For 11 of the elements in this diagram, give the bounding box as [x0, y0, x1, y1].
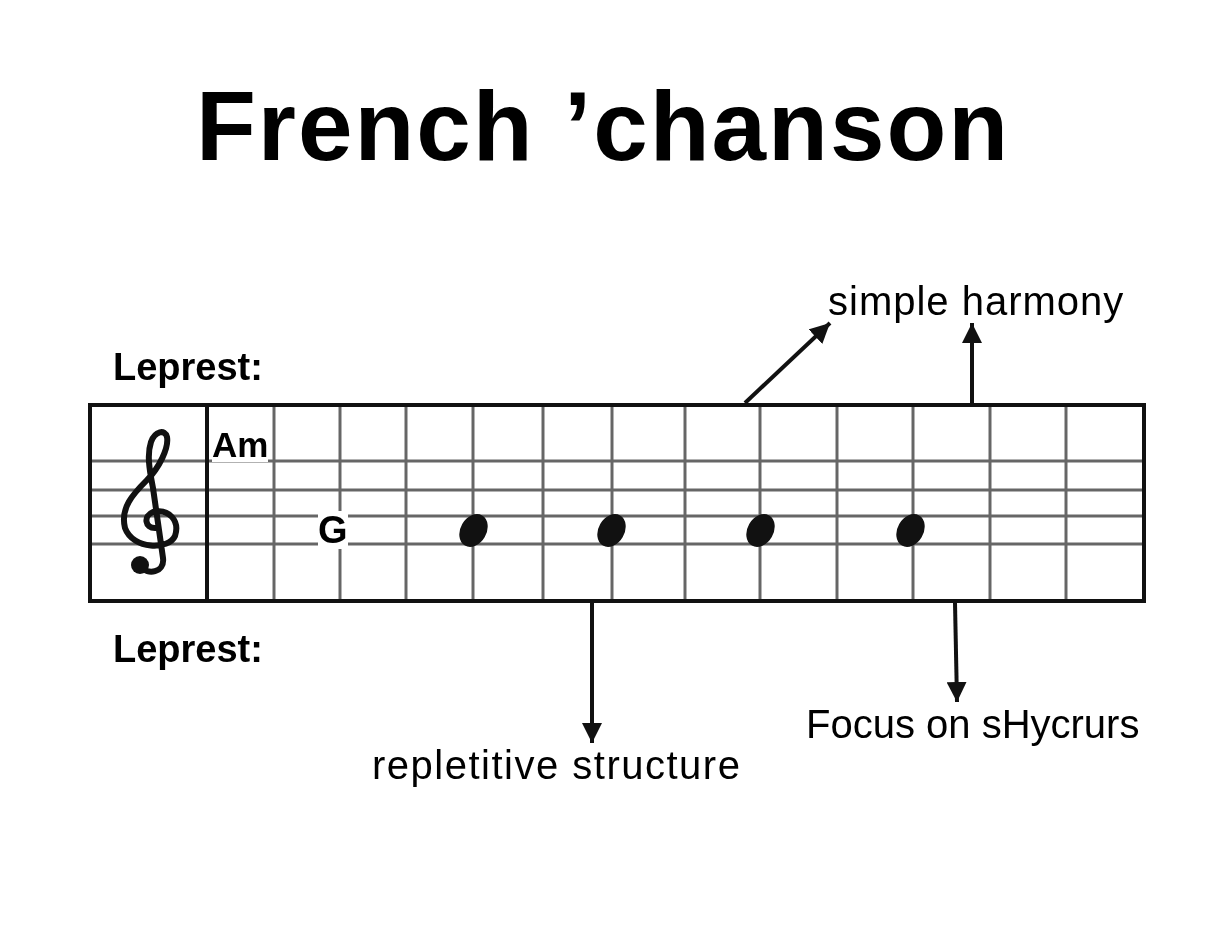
arrow — [946, 602, 967, 703]
arrow — [743, 321, 832, 405]
title: French ’chanson — [196, 73, 1011, 181]
staff-label: Leprest: — [113, 629, 263, 671]
chord-label: G — [318, 511, 348, 549]
annotation-label: Focus on sHycrurs — [806, 702, 1140, 746]
arrow — [582, 603, 602, 743]
staff-label: Leprest: — [113, 347, 263, 389]
arrow — [962, 323, 982, 403]
annotation-label: simple harmony — [828, 279, 1125, 323]
annotation-label: repletitive structure — [372, 743, 742, 787]
